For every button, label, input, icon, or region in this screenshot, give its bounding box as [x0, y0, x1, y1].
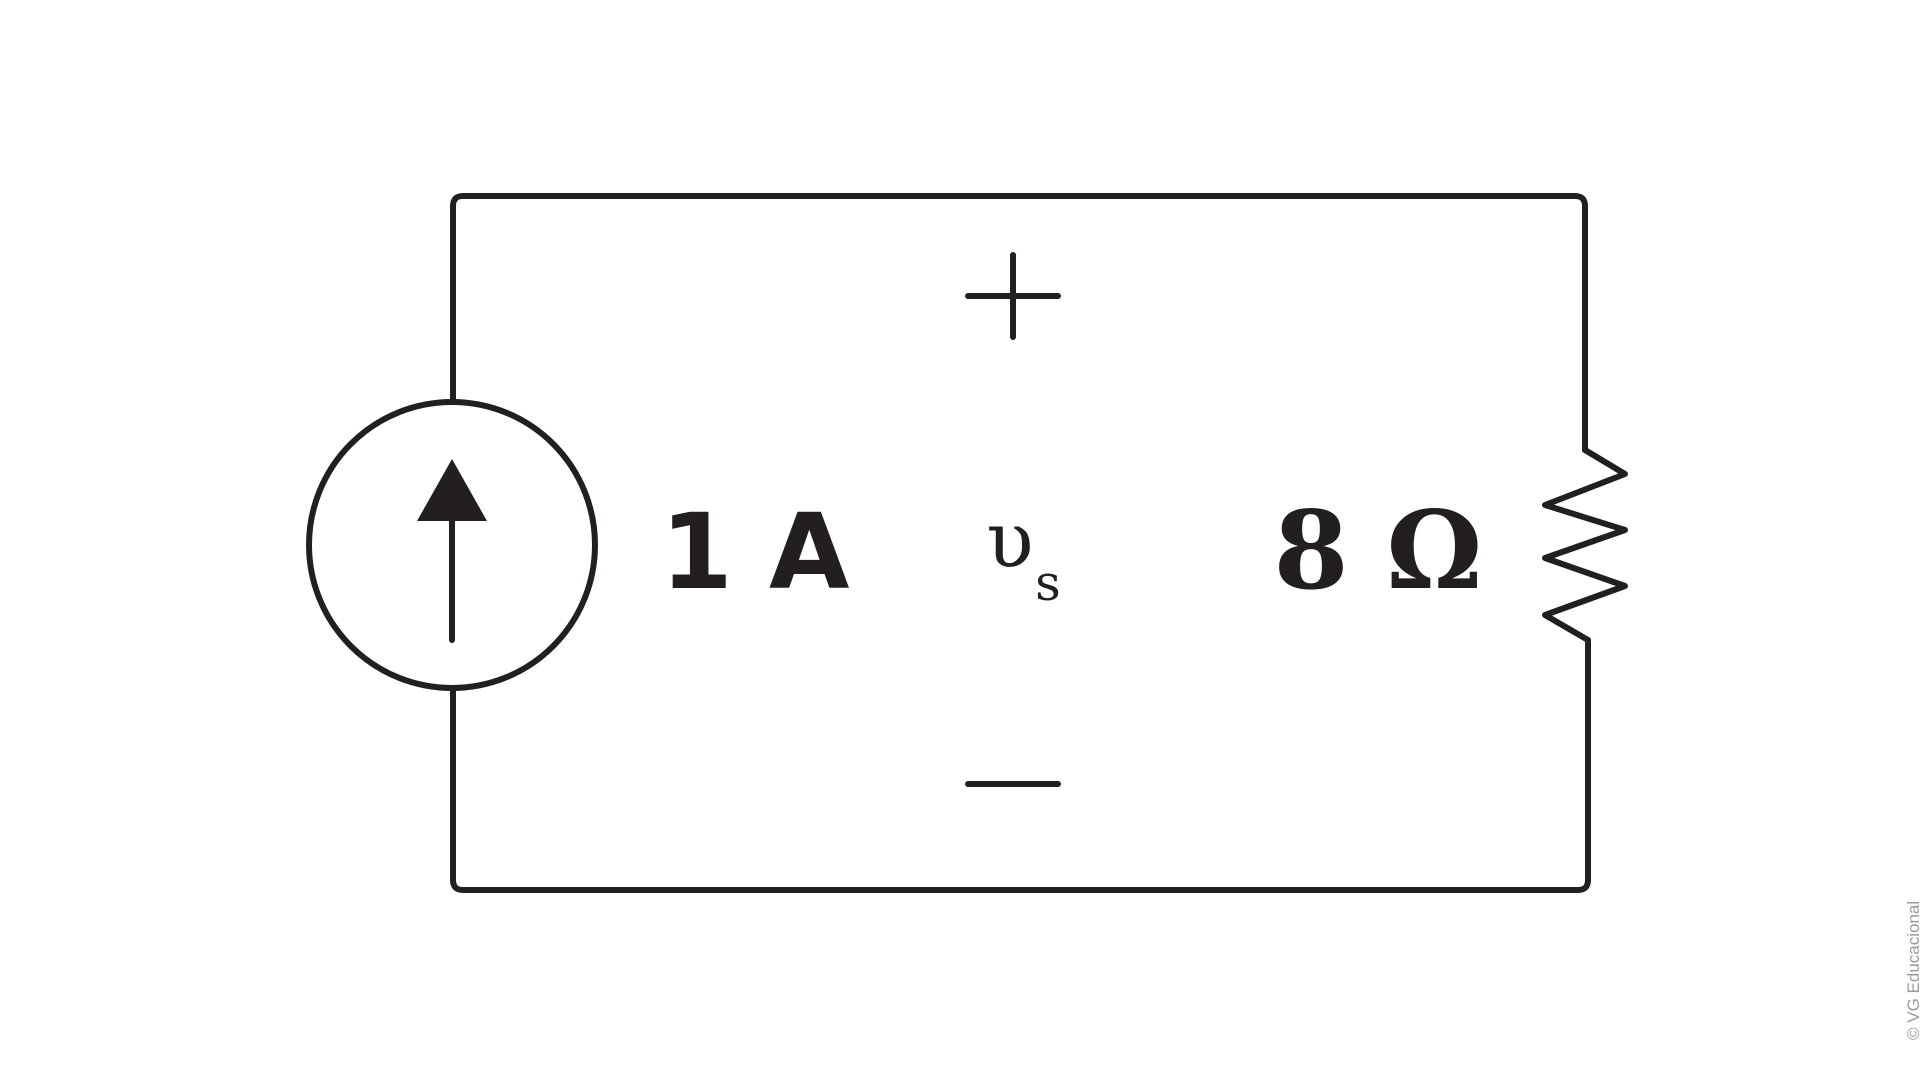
source-label: 1 A [660, 491, 849, 613]
credit-text: © VG Educacional [1904, 900, 1920, 1040]
voltage-symbol: υ [986, 496, 1033, 586]
voltage-subscript: s [1035, 554, 1061, 612]
current-source [306, 399, 598, 691]
circuit-wire [450, 193, 1591, 893]
current-arrow-head [417, 459, 487, 521]
resistor [1542, 447, 1628, 643]
current-source-circle [306, 399, 598, 691]
plus-sign [965, 252, 1061, 340]
resistor-label: 8 Ω [1274, 488, 1483, 614]
